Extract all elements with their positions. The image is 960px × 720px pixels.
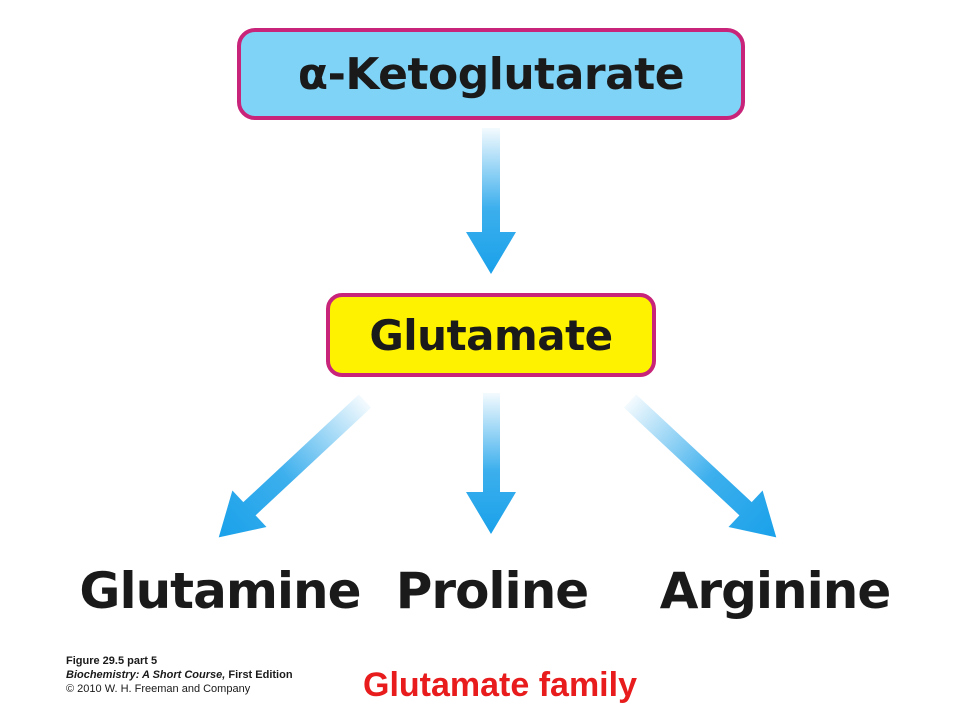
alpha-ketoglutarate-box: α-Ketoglutarate [237,28,745,120]
arrow-to-arginine [623,394,777,538]
product-arginine: Arginine [659,562,892,620]
alpha-ketoglutarate-label: α-Ketoglutarate [297,48,685,100]
caption-copyright: © 2010 W. H. Freeman and Company [66,683,251,695]
arrow-to-proline [466,393,516,534]
glutamate-box: Glutamate [326,293,656,377]
caption-book-title: Biochemistry: A Short Course, [66,669,226,681]
arrow-source-to-intermediate [466,128,516,274]
caption-edition: First Edition [225,669,293,681]
arrow-to-glutamine [218,394,372,538]
caption-figure-number: Figure 29.5 part 5 [66,655,158,667]
caption-book-line: Biochemistry: A Short Course, First Edit… [66,668,293,682]
figure-caption: Figure 29.5 part 5 Biochemistry: A Short… [66,654,293,696]
glutamate-label: Glutamate [369,310,613,360]
product-glutamine: Glutamine [79,562,361,620]
glutamate-family-title: Glutamate family [363,666,637,704]
product-proline: Proline [395,562,589,620]
